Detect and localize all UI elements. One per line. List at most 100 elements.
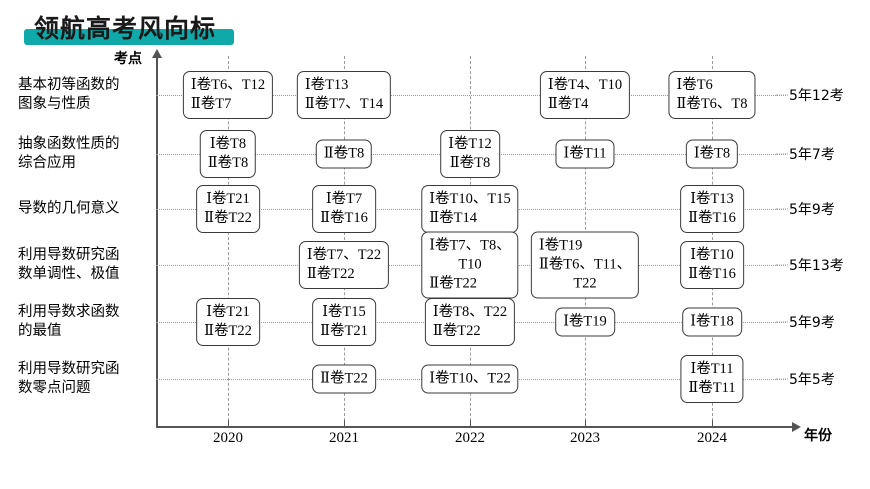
row-label-line: 的最值 xyxy=(18,323,62,339)
exam-cell-line: Ⅰ卷T13 xyxy=(304,77,349,93)
exam-cell-line: Ⅱ卷T22 xyxy=(432,323,481,339)
page-title: 领航高考风向标 xyxy=(24,12,234,46)
x-tick-2020 xyxy=(228,420,229,427)
exam-cell-line: Ⅱ卷T16 xyxy=(688,266,736,282)
row-label-line: 利用导数研究函 xyxy=(18,247,120,263)
exam-cell-2024-row1[interactable]: Ⅰ卷T8 xyxy=(685,139,739,169)
row-label-2: 导数的几何意义 xyxy=(18,200,154,219)
exam-cell-line: T22 xyxy=(573,275,597,292)
x-tick-label-2022: 2022 xyxy=(455,430,485,446)
row-summary-1: 5年7考 xyxy=(789,147,835,163)
exam-cell-line: Ⅱ卷T16 xyxy=(320,210,368,226)
row-label-line: 综合应用 xyxy=(18,155,76,171)
exam-cell-line: T10 xyxy=(458,256,482,273)
exam-cell-line: Ⅰ卷T7、T22 xyxy=(306,247,382,263)
exam-cell-line: Ⅰ卷T18 xyxy=(690,313,734,330)
exam-cell-line: Ⅰ卷T7 xyxy=(325,191,363,207)
exam-cell-2022-row5[interactable]: Ⅰ卷T10、T22 xyxy=(421,364,519,394)
row-label-0: 基本初等函数的图象与性质 xyxy=(18,76,154,114)
row-summary-5: 5年5考 xyxy=(789,372,835,388)
summary-connector-1 xyxy=(776,153,788,155)
exam-cell-line: Ⅱ卷T6、T11、 xyxy=(538,256,632,273)
exam-cell-line: Ⅰ卷T11 xyxy=(690,361,734,377)
exam-cell-line: Ⅰ卷T10、T15 xyxy=(429,191,511,207)
vertical-gridline-2020 xyxy=(228,56,229,426)
row-label-line: 数单调性、极值 xyxy=(18,266,120,282)
summary-connector-2 xyxy=(776,208,788,210)
row-label-5: 利用导数研究函数零点问题 xyxy=(18,360,154,398)
exam-cell-line: Ⅱ卷T7、T14 xyxy=(304,96,384,112)
x-axis-arrow-icon xyxy=(792,422,801,432)
x-tick-label-2020: 2020 xyxy=(213,430,243,446)
row-summary-2: 5年9考 xyxy=(789,202,835,218)
x-axis-line xyxy=(156,426,794,428)
exam-cell-line: Ⅰ卷T19 xyxy=(563,313,607,330)
exam-cell-line: Ⅱ卷T22 xyxy=(204,210,252,226)
exam-cell-line: Ⅰ卷T13 xyxy=(690,191,734,207)
exam-cell-line: Ⅱ卷T22 xyxy=(320,370,368,387)
exam-cell-line: Ⅱ卷T14 xyxy=(429,210,477,226)
exam-cell-line: Ⅰ卷T6、T12 xyxy=(190,77,266,93)
exam-cell-line: Ⅱ卷T16 xyxy=(688,210,736,226)
row-summary-3: 5年13考 xyxy=(789,258,844,274)
row-summary-4: 5年9考 xyxy=(789,315,835,331)
exam-cell-line: Ⅰ卷T10、T22 xyxy=(429,370,511,387)
horizontal-gridline-0 xyxy=(156,95,786,96)
summary-connector-4 xyxy=(776,321,788,323)
exam-cell-line: Ⅱ卷T8 xyxy=(449,155,491,171)
row-label-1: 抽象函数性质的综合应用 xyxy=(18,135,154,173)
exam-cell-2023-row4[interactable]: Ⅰ卷T19 xyxy=(555,307,615,337)
x-tick-label-2024: 2024 xyxy=(697,430,727,446)
exam-cell-line: Ⅰ卷T8 xyxy=(693,145,731,162)
x-axis-label: 年份 xyxy=(804,428,832,444)
exam-cell-line: Ⅰ卷T7、T8、 xyxy=(429,237,511,254)
row-label-line: 导数的几何意义 xyxy=(18,200,120,217)
exam-cell-line: Ⅱ卷T4 xyxy=(547,96,589,112)
row-label-line: 数零点问题 xyxy=(18,380,91,396)
exam-cell-line: Ⅰ卷T21 xyxy=(206,191,250,207)
exam-cell-2024-row4[interactable]: Ⅰ卷T18 xyxy=(682,307,742,337)
x-tick-2021 xyxy=(344,420,345,427)
exam-cell-line: Ⅱ卷T7 xyxy=(190,96,232,112)
exam-cell-2023-row1[interactable]: Ⅰ卷T11 xyxy=(555,139,615,169)
exam-cell-line: Ⅰ卷T6 xyxy=(676,77,713,93)
x-tick-label-2021: 2021 xyxy=(329,430,359,446)
exam-cell-line: Ⅰ卷T12 xyxy=(448,136,492,152)
exam-cell-line: Ⅰ卷T15 xyxy=(322,304,366,320)
exam-cell-line: Ⅰ卷T11 xyxy=(563,145,607,162)
title-text: 领航高考风向标 xyxy=(34,14,217,43)
exam-cell-2021-row1[interactable]: Ⅱ卷T8 xyxy=(315,139,373,169)
exam-cell-line: Ⅱ卷T22 xyxy=(306,266,355,282)
exam-cell-line: Ⅱ卷T21 xyxy=(320,323,368,339)
summary-connector-3 xyxy=(776,264,788,266)
x-tick-label-2023: 2023 xyxy=(570,430,600,446)
exam-cell-2021-row5[interactable]: Ⅱ卷T22 xyxy=(312,364,376,394)
exam-cell-line: Ⅱ卷T6、T8 xyxy=(676,96,748,112)
row-label-3: 利用导数研究函数单调性、极值 xyxy=(18,246,154,284)
exam-cell-line: Ⅰ卷T8 xyxy=(209,136,247,152)
row-label-line: 基本初等函数的 xyxy=(18,77,120,93)
y-axis-line xyxy=(156,56,158,428)
exam-cell-line: Ⅰ卷T10 xyxy=(690,247,734,263)
exam-cell-line: Ⅰ卷T21 xyxy=(206,304,250,320)
exam-cell-line: Ⅱ卷T8 xyxy=(323,145,365,162)
exam-cell-line: Ⅰ卷T19 xyxy=(538,237,583,254)
